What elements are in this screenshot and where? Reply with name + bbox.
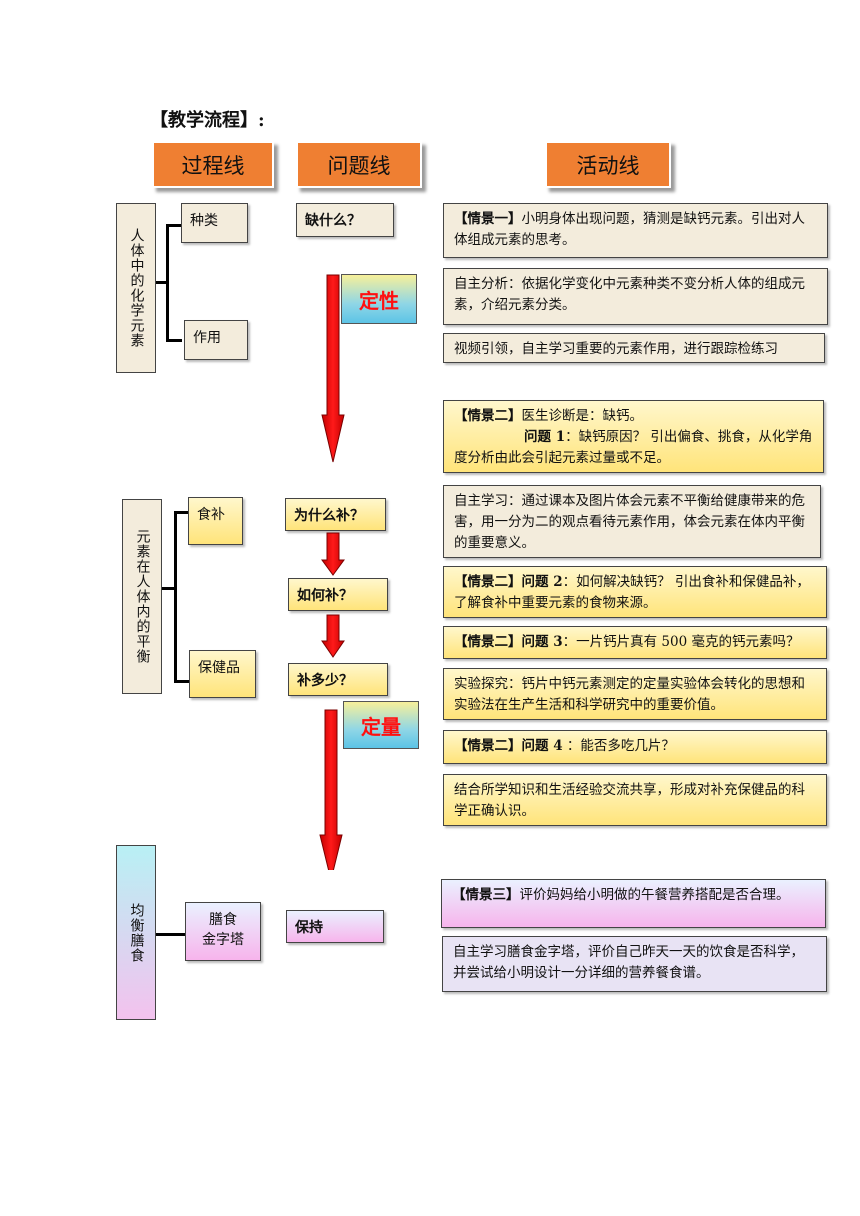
question-why-supplement: 为什么补？ <box>285 498 386 531</box>
process-group-human-elements: 人体中的化学元素 <box>116 203 156 373</box>
header-process-line: 过程线 <box>152 141 274 188</box>
connector-line <box>156 933 186 936</box>
process-item-food-supplement: 食补 <box>188 497 243 545</box>
activity-experiment: 实验探究：钙片中钙元素测定的定量实验体会转化的思想和实验法在生产生活和科学研究中… <box>443 668 827 720</box>
process-item-functions: 作用 <box>184 320 248 360</box>
bracket-arm <box>166 224 182 227</box>
process-group-label: 人体中的化学元素 <box>128 228 145 348</box>
page-title: 【教学流程】: <box>150 110 265 131</box>
activity-self-study-balance: 自主学习：通过课本及图片体会元素不平衡给健康带来的危害，用一分为二的观点看待元素… <box>443 485 821 558</box>
bracket-arm <box>166 339 182 342</box>
process-group-balanced-diet: 均衡膳食 <box>116 845 156 1020</box>
question-how-much: 补多少？ <box>288 663 388 696</box>
flow-arrows <box>319 274 345 870</box>
label-qualitative: 定性 <box>341 274 417 324</box>
bracket-vertical <box>166 224 169 342</box>
process-group-label: 均衡膳食 <box>128 902 145 963</box>
bracket-arm <box>174 680 189 683</box>
activity-video-guidance: 视频引领，自主学习重要的元素作用，进行跟踪检练习 <box>443 333 825 363</box>
process-group-label: 元素在人体内的平衡 <box>134 529 151 664</box>
activity-share-knowledge: 结合所学知识和生活经验交流共享，形成对补充保健品的科学正确认识。 <box>443 774 827 826</box>
activity-food-pyramid-study: 自主学习膳食金字塔，评价自己昨天一天的饮食是否科学，并尝试给小明设计一分详细的营… <box>442 936 827 992</box>
bracket-stem <box>156 281 168 284</box>
question-maintain: 保持 <box>286 910 384 943</box>
header-question-line: 问题线 <box>296 141 422 188</box>
activity-scenario-2-q1: 【情景二】医生诊断是：缺钙。 问题 1：缺钙原因？ 引出偏食、挑食，从化学角度分… <box>443 400 824 473</box>
label-quantitative: 定量 <box>343 701 419 749</box>
activity-scenario-3: 【情景三】评价妈妈给小明做的午餐营养搭配是否合理。 <box>441 879 826 928</box>
activity-scenario-1: 【情景一】小明身体出现问题，猜测是缺钙元素。引出对人体组成元素的思考。 <box>443 203 828 258</box>
process-item-health-products: 保健品 <box>189 650 256 698</box>
process-group-element-balance: 元素在人体内的平衡 <box>122 499 162 694</box>
activity-self-analysis: 自主分析：依据化学变化中元素种类不变分析人体的组成元素，介绍元素分类。 <box>443 268 828 325</box>
process-item-types: 种类 <box>181 203 248 243</box>
process-item-food-pyramid: 膳食 金字塔 <box>185 902 261 961</box>
header-activity-line: 活动线 <box>545 141 671 188</box>
bracket-stem <box>162 587 176 590</box>
bracket-arm <box>174 511 189 514</box>
activity-scenario-2-q2: 【情景二】问题 2：如何解决缺钙？ 引出食补和保健品补，了解食补中重要元素的食物… <box>443 566 827 618</box>
arrow-down-icon <box>321 532 345 576</box>
bracket-vertical <box>174 511 177 683</box>
arrow-down-icon <box>319 709 343 870</box>
arrow-down-icon <box>321 614 345 658</box>
activity-scenario-2-q4: 【情景二】问题 4 ：能否多吃几片？ <box>443 730 827 764</box>
arrow-down-icon <box>321 274 345 463</box>
activity-scenario-2-q3: 【情景二】问题 3：一片钙片真有 500 毫克的钙元素吗？ <box>443 626 827 659</box>
question-how-supplement: 如何补？ <box>288 578 388 611</box>
question-what-lacking: 缺什么？ <box>296 203 394 237</box>
